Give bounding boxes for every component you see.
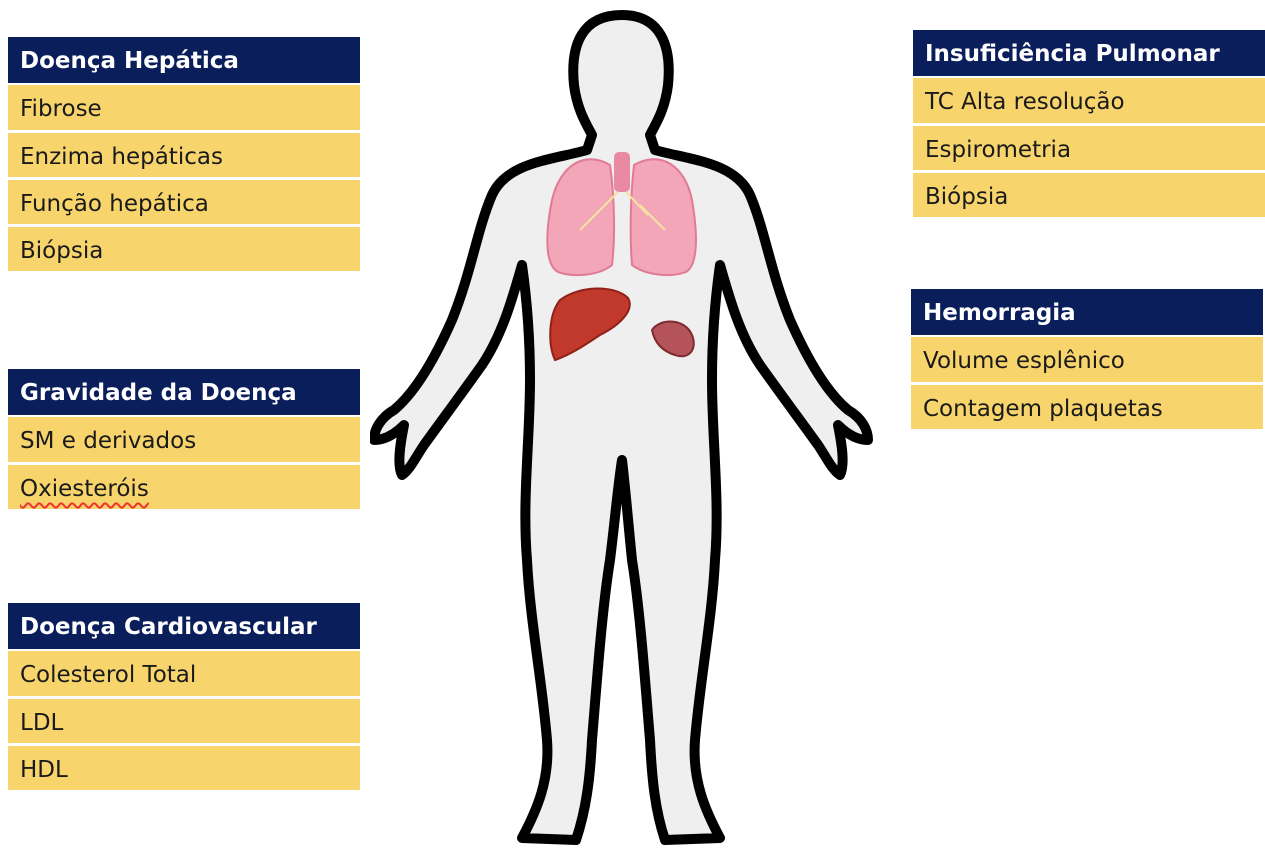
list-item: Enzima hepáticas xyxy=(8,130,360,177)
list-item: Colesterol Total xyxy=(8,649,360,696)
panel-cardiovascular-disease: Doença Cardiovascular Colesterol Total L… xyxy=(8,603,360,790)
panel-title: Doença Cardiovascular xyxy=(8,603,360,649)
panel-pulmonary-insufficiency: Insuficiência Pulmonar TC Alta resolução… xyxy=(913,30,1265,217)
panel-title: Hemorragia xyxy=(911,289,1263,335)
list-item: HDL xyxy=(8,743,360,790)
list-item: LDL xyxy=(8,696,360,743)
list-item: Biópsia xyxy=(913,170,1265,217)
panel-title: Insuficiência Pulmonar xyxy=(913,30,1265,76)
list-item: Função hepática xyxy=(8,177,360,224)
panel-hemorrhage: Hemorragia Volume esplênico Contagem pla… xyxy=(911,289,1263,429)
list-item: Volume esplênico xyxy=(911,335,1263,382)
panel-title: Gravidade da Doença xyxy=(8,369,360,415)
list-item: Oxiesteróis xyxy=(8,462,360,509)
list-item: SM e derivados xyxy=(8,415,360,462)
human-body-figure xyxy=(370,0,885,849)
human-body-outline xyxy=(374,15,868,840)
list-item: Espirometria xyxy=(913,123,1265,170)
spellcheck-text: Oxiesteróis xyxy=(20,476,149,502)
list-item: Contagem plaquetas xyxy=(911,382,1263,429)
panel-title: Doença Hepática xyxy=(8,37,360,83)
list-item: Fibrose xyxy=(8,83,360,130)
list-item: Biópsia xyxy=(8,224,360,271)
panel-liver-disease: Doença Hepática Fibrose Enzima hepáticas… xyxy=(8,37,360,271)
panel-disease-severity: Gravidade da Doença SM e derivados Oxies… xyxy=(8,369,360,509)
list-item: TC Alta resolução xyxy=(913,76,1265,123)
